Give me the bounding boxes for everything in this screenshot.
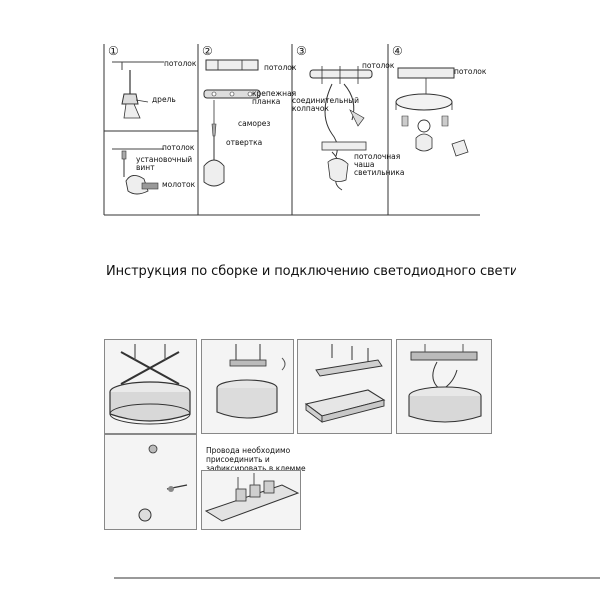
photo-panel-round-fixture-plate (201, 339, 294, 434)
step-2-mounting-bar-illustration (203, 59, 261, 187)
step-4-number: ④ (392, 44, 403, 58)
hook-detail-drawing (138, 444, 188, 522)
photo-panel-hook-detail (104, 434, 197, 530)
round-fixture-plate-drawing (216, 344, 286, 419)
photo-panel-terminal-block (201, 470, 301, 530)
step-3-label-bowl: потолочная чаша светильника (354, 152, 405, 177)
round-fixture-wiring-drawing (408, 344, 482, 423)
step-1-hammer-illustration (112, 148, 164, 195)
step-2-label-screwdriver: отвертка (226, 138, 263, 147)
step-3-number: ③ (296, 44, 307, 58)
round-fixture-cross-bar-drawing (109, 344, 191, 425)
step-1-label-screw: установочный винт (136, 155, 193, 172)
step-1-ceiling-drill-illustration (112, 61, 164, 119)
photo-panel-rectangular-fixture (297, 339, 392, 434)
step-1-label-hammer: молоток (162, 180, 196, 189)
terminal-block-drawing (204, 473, 300, 522)
step-2-label-ceiling: потолок (264, 63, 297, 72)
step-3-connection-illustration (309, 66, 373, 191)
page-title: Инструкция по сборке и подключению свето… (106, 264, 516, 279)
step-3-label-ceiling: потолок (362, 61, 395, 70)
photo-panel-round-fixture-wiring (396, 339, 492, 434)
step-2-number: ② (202, 44, 213, 58)
wiring-note: Провода необходимо присоединить и зафикс… (206, 446, 306, 473)
step-2-label-selftap: саморез (238, 119, 271, 128)
step-1-label-ceiling: потолок (164, 59, 197, 68)
photo-panel-round-fixture-cross-bar (104, 339, 197, 434)
step-1-label-ceiling-2: потолок (162, 143, 195, 152)
step-1-label-drill: дрель (152, 95, 176, 104)
step-1-number: ① (108, 44, 119, 58)
step-4-install-bowl-illustration (395, 67, 469, 157)
step-3-label-connector: соединительный колпачок (292, 96, 360, 113)
step-2-label-bar: крепежная планка (252, 89, 297, 106)
rectangular-fixture-drawing (304, 344, 386, 423)
step-4-label-ceiling: потолок (454, 67, 487, 76)
